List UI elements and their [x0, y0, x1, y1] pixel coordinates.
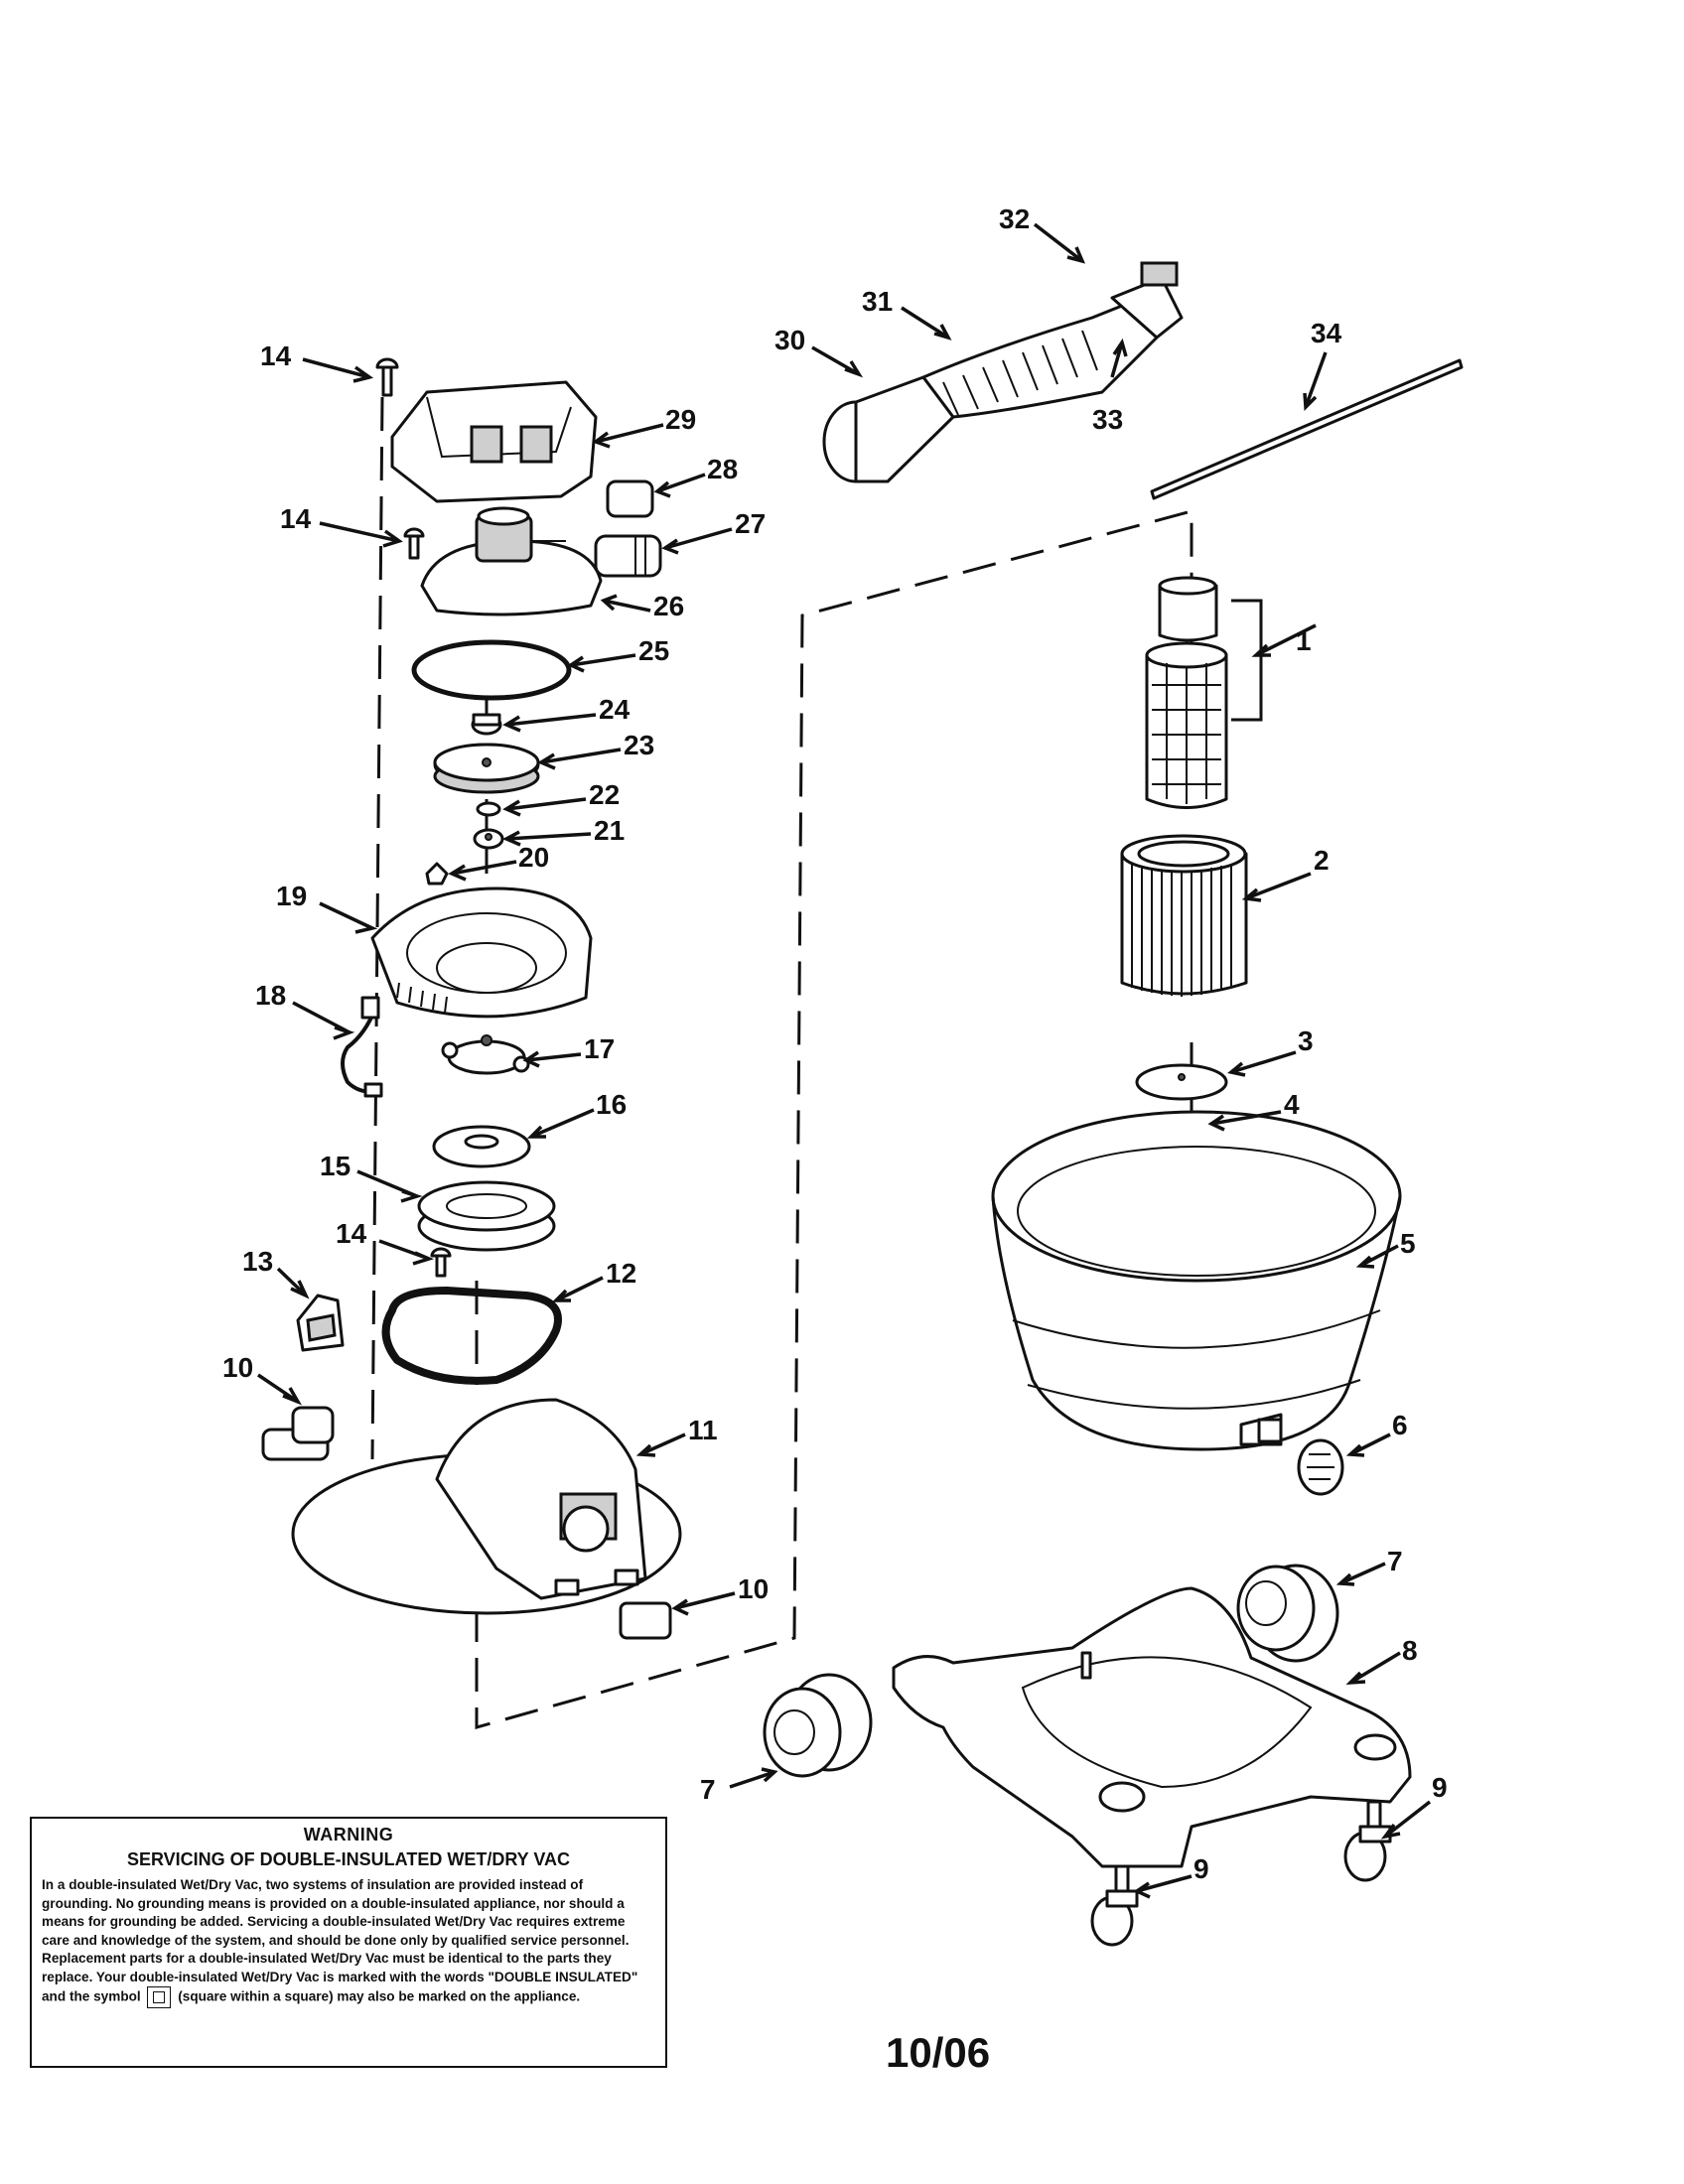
callout-9: 9 [1193, 1853, 1209, 1884]
callout-17: 17 [584, 1033, 615, 1064]
part-washer [476, 801, 501, 817]
part-screw [375, 357, 399, 397]
callout-arrows [257, 222, 1432, 1899]
callout-27: 27 [735, 508, 766, 539]
part-screw [403, 527, 425, 560]
part-drain-cap [1257, 1418, 1344, 1496]
part-hinge [619, 1601, 672, 1640]
callout-25: 25 [638, 635, 669, 666]
callout-34: 34 [1311, 318, 1342, 348]
callout-19: 19 [276, 881, 307, 911]
warning-body: In a double-insulated Wet/Dry Vac, two s… [42, 1876, 655, 2008]
part-nut [473, 828, 504, 850]
callout-labels: 14 29 28 27 14 26 25 24 23 22 21 20 19 1… [222, 204, 1448, 1884]
callout-14: 14 [336, 1218, 367, 1249]
callout-1: 1 [1296, 625, 1312, 656]
part-float-cage [417, 1180, 556, 1252]
callout-28: 28 [707, 454, 738, 484]
callout-10: 10 [222, 1352, 253, 1383]
part-brush-plate [441, 1034, 530, 1075]
callout-10: 10 [738, 1573, 769, 1604]
part-impeller [433, 743, 540, 794]
warning-subtitle: SERVICING OF DOUBLE-INSULATED WET/DRY VA… [126, 1849, 571, 1869]
part-accessory-strip [1150, 358, 1464, 500]
callout-7: 7 [1387, 1546, 1403, 1576]
warning-body-text-end: (square within a square) may also be mar… [178, 1988, 581, 2004]
callout-14: 14 [280, 503, 312, 534]
warning-title: WARNING [303, 1825, 394, 1844]
date-code: 10/06 [886, 2029, 991, 2076]
callout-23: 23 [624, 730, 654, 760]
part-power-cord [341, 996, 383, 1098]
callout-16: 16 [596, 1089, 627, 1120]
callout-5: 5 [1400, 1228, 1416, 1259]
part-wheel [1236, 1564, 1339, 1663]
callout-3: 3 [1298, 1025, 1314, 1056]
callout-9: 9 [1432, 1772, 1448, 1803]
part-filter-lid [1135, 1063, 1228, 1101]
part-motor-housing [420, 506, 603, 616]
callout-33: 33 [1092, 404, 1123, 435]
callout-11: 11 [688, 1415, 718, 1445]
part-base-dolly [892, 1586, 1412, 1868]
callout-2: 2 [1314, 845, 1330, 876]
double-insulated-symbol-icon [147, 1986, 172, 2008]
callout-30: 30 [774, 325, 805, 355]
part-lid-gasket [381, 1287, 562, 1385]
part-motor-base [370, 887, 593, 1019]
part-gasket [411, 639, 572, 701]
callout-4: 4 [1284, 1089, 1300, 1120]
callout-31: 31 [862, 286, 893, 317]
part-caster [1343, 1800, 1392, 1882]
part-tank [991, 1110, 1402, 1451]
part-bearing-ring [432, 1125, 531, 1168]
warning-body-text: In a double-insulated Wet/Dry Vac, two s… [42, 1877, 638, 2004]
callout-24: 24 [599, 694, 631, 725]
callout-32: 32 [999, 204, 1030, 234]
callout-6: 6 [1392, 1410, 1408, 1440]
part-filter-cage-assembly [1145, 576, 1228, 809]
part-wheel [763, 1673, 873, 1778]
callout-13: 13 [242, 1246, 273, 1277]
callout-bracket [1231, 599, 1263, 722]
part-pleated-filter [1120, 834, 1248, 997]
part-switch [594, 534, 662, 578]
callout-21: 21 [594, 815, 625, 846]
part-caster [1090, 1864, 1139, 1947]
part-screw [430, 1247, 452, 1278]
part-hose [822, 261, 1184, 483]
part-latch [296, 1294, 345, 1352]
part-motor-cover [390, 380, 598, 503]
callout-14: 14 [260, 341, 292, 371]
part-clip [425, 862, 449, 886]
callout-20: 20 [518, 842, 549, 873]
callout-22: 22 [589, 779, 620, 810]
callout-12: 12 [606, 1258, 636, 1289]
part-switch-cap [606, 479, 654, 518]
warning-notice: WARNING SERVICING OF DOUBLE-INSULATED WE… [30, 1817, 667, 2068]
callout-7: 7 [700, 1774, 716, 1805]
part-lid [291, 1398, 682, 1615]
callout-8: 8 [1402, 1635, 1418, 1666]
part-hinge [261, 1406, 335, 1461]
callout-15: 15 [320, 1151, 351, 1181]
part-nut [471, 713, 502, 736]
callout-18: 18 [255, 980, 286, 1011]
callout-29: 29 [665, 404, 696, 435]
callout-26: 26 [653, 591, 684, 621]
